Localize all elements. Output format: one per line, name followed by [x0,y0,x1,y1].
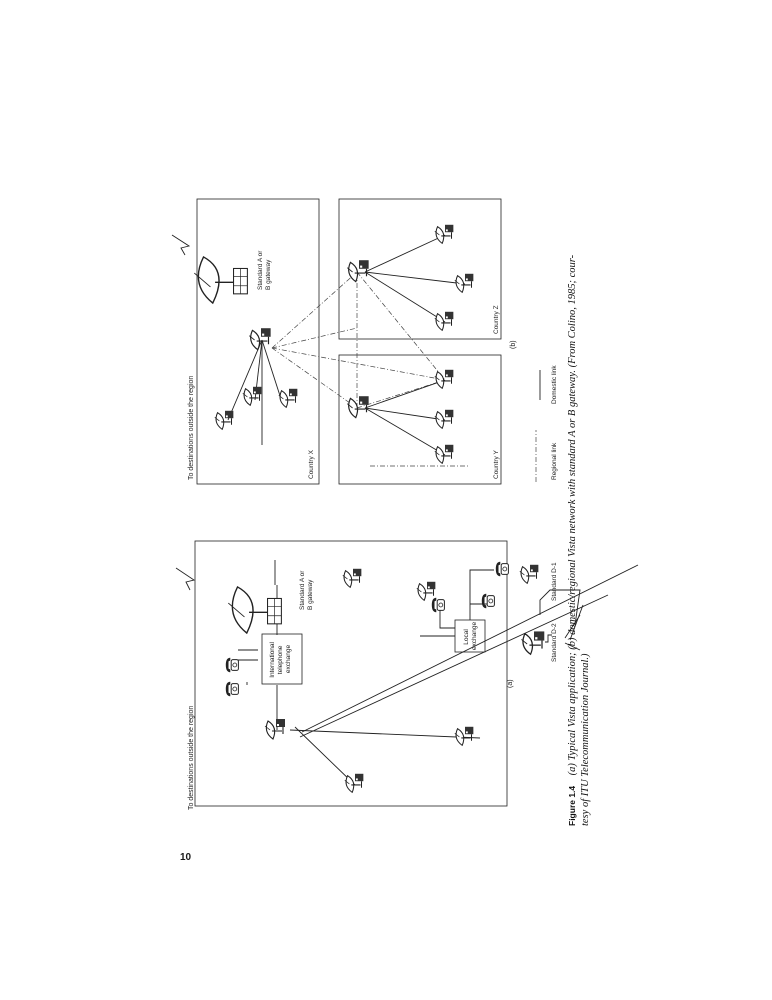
regional-link [271,271,358,349]
satellite-dish-icon [434,409,454,429]
local-exchange-label: Local exchange [463,622,478,651]
domestic-link [364,407,446,456]
domestic-link [227,339,263,421]
regional-link [271,347,446,381]
link [299,594,609,738]
legend-domestic-label: Domestic link [551,365,558,404]
country-y-frame [338,354,502,485]
satellite-dish-icon [454,726,474,746]
satellite-dish-icon [248,327,272,351]
satellite-dish-icon [346,259,370,283]
panel-b-tag: (b) [510,340,517,349]
regional-link [356,271,446,381]
country-x-label: Country X [308,449,315,479]
domestic-link [364,379,446,409]
telephone-icon [431,597,445,613]
regional-link [271,327,358,349]
satellite-dish-icon [434,224,454,244]
gateway-dish-icon [193,256,249,304]
caption-label: Figure 1.4 [567,786,577,826]
satellite-dish-icon [416,581,436,601]
country-z-label: Country Z [493,305,500,334]
domestic-link [364,234,446,273]
satellite-dish-icon [342,568,362,588]
caption-line2: tesy of ITU Telecommunication Journal.) [580,653,591,826]
panel-b-gateway-label: Standard A or B gateway [257,249,272,290]
domestic-link [261,339,283,403]
satellite-dish-icon [519,564,539,584]
domestic-link [364,271,446,323]
lightning-link-icon [175,567,196,591]
link [301,564,639,733]
lightning-link-icon [171,234,191,256]
domestic-link [364,271,466,285]
satellite-dish-icon [520,630,545,655]
telephone-icon [481,593,495,609]
satellite-dish-icon [454,273,474,293]
caption-line1: Figure 1.4 (a) Typical Vista application… [562,254,579,826]
regional-link [271,347,358,409]
link [539,589,581,626]
link [564,604,584,651]
panel-a-destinations: To destinations outside the region [188,706,195,810]
satellite-dish-icon [214,410,234,430]
satellite-dish-icon [346,395,370,419]
panel-a: To destinations outside the region [175,540,639,810]
panel-a-frame [194,540,508,807]
link [289,729,481,739]
panel-a-tag: (a) [507,679,514,688]
legend-regional-label: Regional link [551,442,558,480]
panel-a-gateway-label: Standard A or B gateway [299,569,314,610]
link [439,569,494,629]
satellite-dish-icon [278,388,298,408]
satellite-dish-icon [344,773,364,793]
standard-d1-label: Standard D-1 [551,562,558,601]
local-exchange-box [454,619,486,653]
gateway-dish-icon [227,586,283,634]
link [545,634,552,643]
country-z-frame [338,198,502,340]
panel-b-destinations: To destinations outside the region [188,376,195,480]
caption-text-1: (a) Typical Vista application; (b) domes… [567,254,578,775]
satellite-dish-icon [264,718,286,740]
link [294,726,356,786]
domestic-link [364,407,446,421]
country-x-frame [196,198,320,485]
telephone-icon [495,561,509,577]
country-y-label: Country Y [493,450,500,479]
telephone-icon [225,657,239,673]
telephone-icon [225,681,239,697]
international-exchange-box [261,633,303,685]
figure-caption: Figure 1.4 (a) Typical Vista application… [562,254,591,826]
page-number: 10 [180,852,192,863]
satellite-dish-icon [242,386,262,406]
standard-d2-label: Standard D-2 [551,623,558,662]
panel-b: To destinations outside the region Count… [171,198,558,485]
satellite-dish-icon [434,369,454,389]
international-exchange-label: International telephone exchange [269,640,292,678]
